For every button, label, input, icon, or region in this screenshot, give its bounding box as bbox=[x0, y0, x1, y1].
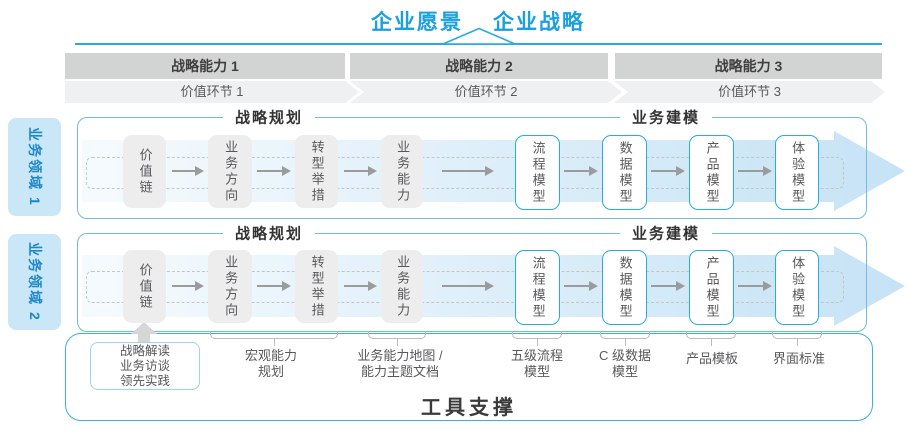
tool-support-container bbox=[65, 333, 873, 421]
box-biz-capability-2: 业务能力 bbox=[381, 250, 423, 323]
annotation-product-template: 产品模板 bbox=[685, 351, 739, 366]
arrow-icon bbox=[564, 166, 598, 176]
arrow-icon bbox=[564, 281, 598, 291]
box-data-model-2: 数据模型 bbox=[602, 250, 647, 325]
input-line: 领先实践 bbox=[119, 373, 170, 388]
arrow-icon bbox=[344, 281, 377, 291]
annotation-capability-map: 业务能力地图 / 能力主题文档 bbox=[357, 348, 443, 380]
domain-label-2: 业务领域 2 bbox=[8, 234, 61, 330]
input-line: 业务访谈 bbox=[119, 358, 170, 373]
up-arrow-stem bbox=[138, 334, 150, 344]
box-experience-model-1: 体验模型 bbox=[775, 135, 819, 210]
box-biz-direction-2: 业务方向 bbox=[208, 250, 252, 323]
value-chain-chevron-1: 价值环节 1 bbox=[65, 81, 359, 103]
tool-support-label: 工具支撑 bbox=[421, 397, 517, 419]
box-transform-2: 转型举措 bbox=[295, 250, 338, 323]
capability-bar-1: 战略能力 1 bbox=[65, 53, 345, 79]
bracket-data-model bbox=[600, 331, 650, 346]
section-header-modeling-2: 业务建模 bbox=[619, 222, 713, 244]
arrow-icon bbox=[738, 166, 772, 176]
input-line: 战略解读 bbox=[119, 343, 170, 358]
arrow-icon bbox=[172, 281, 204, 291]
box-biz-direction-1: 业务方向 bbox=[208, 135, 252, 208]
annotation-macro-capability: 宏观能力 规划 bbox=[244, 348, 298, 380]
value-chain-chevron-3: 价值环节 3 bbox=[614, 81, 885, 103]
up-arrow-icon bbox=[131, 322, 157, 334]
section-header-modeling-1: 业务建模 bbox=[619, 106, 713, 128]
arrow-icon bbox=[651, 166, 685, 176]
arrow-icon bbox=[344, 166, 377, 176]
strategy-inputs-box: 战略解读 业务访谈 领先实践 bbox=[90, 342, 200, 390]
annotation-data-model: C 级数据 模型 bbox=[598, 348, 652, 380]
bracket-process-model bbox=[512, 331, 562, 346]
box-experience-model-2: 体验模型 bbox=[775, 250, 819, 325]
bracket-product-template bbox=[686, 331, 736, 346]
vision-title: 企业愿景 bbox=[371, 11, 463, 34]
value-chain-chevron-2: 价值环节 2 bbox=[350, 81, 622, 103]
arrow-icon bbox=[257, 281, 291, 291]
box-product-model-1: 产品模型 bbox=[689, 135, 734, 210]
section-header-planning-1: 战略规划 bbox=[222, 106, 316, 128]
capability-bar-3: 战略能力 3 bbox=[615, 53, 882, 79]
arrow-icon bbox=[257, 166, 291, 176]
arrow-icon bbox=[651, 281, 685, 291]
box-value-chain-1: 价值链 bbox=[123, 135, 166, 208]
bracket-capability-map bbox=[368, 331, 426, 346]
annotation-process-model: 五级流程 模型 bbox=[510, 348, 564, 380]
annotation-ui-standard: 界面标准 bbox=[772, 351, 826, 366]
arrow-icon bbox=[442, 166, 494, 176]
strategy-title: 企业战略 bbox=[493, 11, 585, 34]
box-value-chain-2: 价值链 bbox=[123, 250, 166, 323]
arrow-icon bbox=[442, 281, 494, 291]
box-biz-capability-1: 业务能力 bbox=[381, 135, 423, 208]
section-header-planning-2: 战略规划 bbox=[222, 222, 316, 244]
dashed-track-1 bbox=[86, 157, 844, 189]
box-product-model-2: 产品模型 bbox=[689, 250, 734, 325]
box-transform-1: 转型举措 bbox=[295, 135, 338, 208]
bracket-macro-capability bbox=[210, 331, 338, 346]
page-title: 企业愿景 企业战略 bbox=[371, 6, 585, 36]
peak-triangle-icon bbox=[442, 27, 516, 45]
arrow-icon bbox=[172, 166, 204, 176]
arrow-icon bbox=[738, 281, 772, 291]
box-process-model-1: 流程模型 bbox=[515, 135, 560, 210]
box-process-model-2: 流程模型 bbox=[515, 250, 560, 325]
box-data-model-1: 数据模型 bbox=[602, 135, 647, 210]
bracket-ui-standard bbox=[772, 331, 822, 346]
capability-bar-2: 战略能力 2 bbox=[350, 53, 608, 79]
dashed-track-2 bbox=[86, 271, 844, 303]
domain-label-1: 业务领域 1 bbox=[8, 118, 61, 216]
